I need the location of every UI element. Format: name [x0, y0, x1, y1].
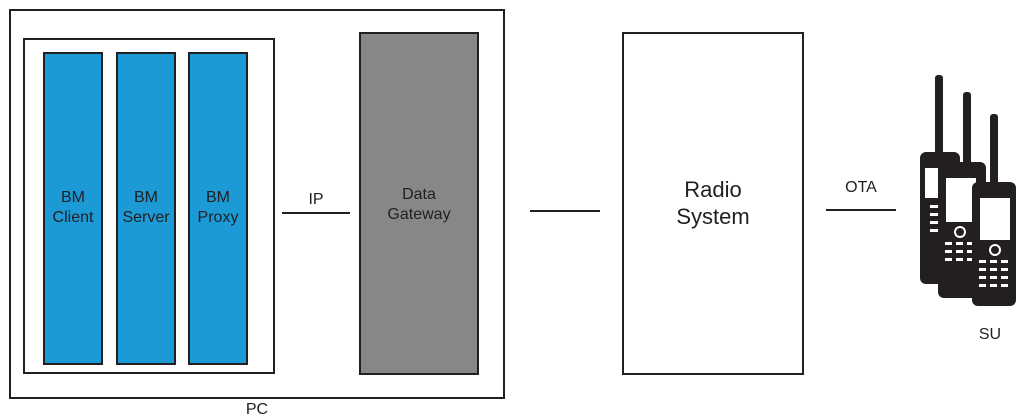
su-radios-graphic [920, 75, 1016, 306]
ip-connector-line [282, 212, 350, 214]
data-gateway-label: Data Gateway [359, 185, 479, 225]
bm-server-label-line2: Server [122, 209, 170, 226]
bm-proxy-label-line2: Proxy [197, 209, 239, 226]
bm-proxy-label: BM Proxy [188, 188, 248, 228]
data-gateway-label-line1: Data [402, 186, 436, 203]
ota-label: OTA [845, 179, 877, 196]
bm-server-block [116, 52, 176, 365]
bm-server-label-line1: BM [134, 189, 158, 206]
ota-connector-line [826, 209, 896, 211]
bm-client-label: BM Client [43, 188, 103, 228]
pc-label: PC [245, 401, 269, 418]
data-gateway-block [359, 32, 479, 375]
bm-proxy-label-line1: BM [206, 189, 230, 206]
su-label: SU [978, 326, 1002, 343]
radio-system-label-line1: Radio [684, 177, 742, 202]
radio-system-label-line2: System [676, 204, 750, 229]
radio-system-label: Radio System [622, 176, 804, 230]
bm-client-label-line2: Client [52, 209, 94, 226]
bm-server-label: BM Server [116, 188, 176, 228]
data-gateway-label-line2: Gateway [387, 206, 451, 223]
bm-client-label-line1: BM [61, 189, 85, 206]
ip-label: IP [308, 191, 324, 208]
bm-proxy-block [188, 52, 248, 365]
radio-handset-icon [972, 114, 1016, 306]
radio-system-block [622, 32, 804, 375]
gateway-radio-connector-line [530, 210, 600, 212]
bm-client-block [43, 52, 103, 365]
